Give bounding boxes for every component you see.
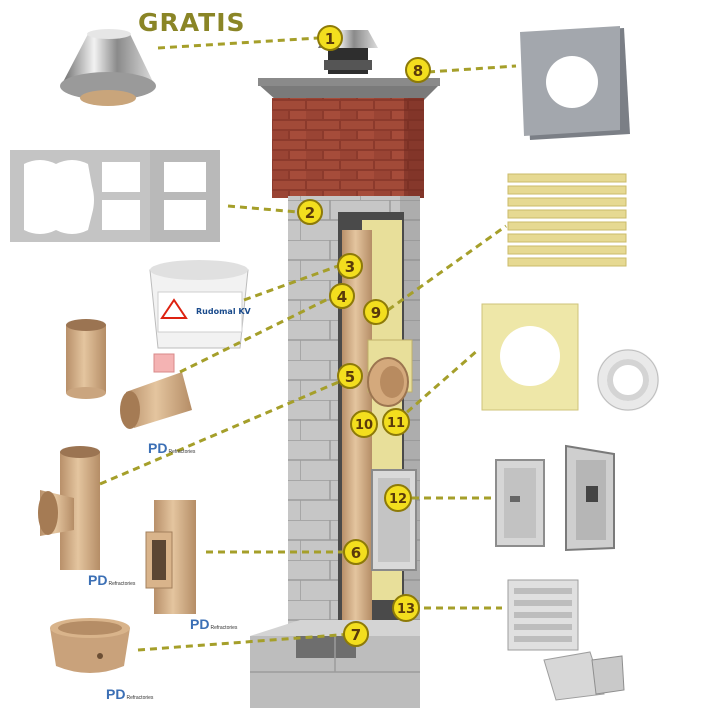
product-cleanout-door (495, 444, 615, 552)
callout-10: 10 (350, 410, 378, 438)
callout-2-number: 2 (305, 204, 315, 222)
product-ceramic-pipe-upper (66, 319, 106, 399)
product-vent-grille (507, 579, 579, 651)
callout-6: 6 (343, 539, 369, 565)
callout-12: 12 (384, 484, 412, 512)
brand-logo-1: PDRefractories (148, 440, 195, 456)
promo-label: GRATIS (138, 8, 246, 37)
crown-plate (258, 84, 440, 100)
brand-logo-1-sub: Refractories (168, 449, 196, 455)
callout-4: 4 (329, 283, 355, 309)
callout-1: 1 (317, 25, 343, 51)
callout-4-number: 4 (337, 288, 347, 306)
callout-8-number: 8 (413, 62, 423, 80)
callout-11-number: 11 (387, 416, 405, 431)
product-mortar-bucket: Rudomal KV (149, 260, 252, 349)
brand-logo-4-text: PD (106, 686, 126, 702)
brand-logo-4-sub: Refractories (126, 695, 154, 701)
callout-5: 5 (337, 363, 363, 389)
product-vent-grille-open (543, 651, 625, 701)
callout-13: 13 (392, 594, 420, 622)
product-chimney-block (10, 150, 220, 242)
callout-12-number: 12 (389, 492, 407, 507)
product-ceramic-cleanout (145, 500, 196, 614)
product-rope-seal (597, 349, 659, 411)
callout-5-number: 5 (345, 368, 355, 386)
leader-lines (99, 36, 517, 652)
hologram-sticker (153, 353, 175, 373)
brand-logo-3-sub: Refractories (210, 625, 238, 631)
brand-logo-2: PDRefractories (88, 572, 135, 588)
brand-logo-1-text: PD (148, 440, 168, 456)
brand-logo-2-text: PD (88, 572, 108, 588)
bucket-label: Rudomal KV (196, 307, 252, 316)
callout-9-number: 9 (371, 304, 381, 322)
callout-11: 11 (382, 408, 410, 436)
product-ceramic-pipe-lower (120, 372, 192, 429)
product-stainless-cap (60, 29, 156, 106)
callout-3: 3 (337, 253, 363, 279)
brick-head (272, 98, 424, 198)
callout-2: 2 (297, 199, 323, 225)
callout-3-number: 3 (345, 258, 355, 276)
callout-8: 8 (405, 57, 431, 83)
callout-9: 9 (363, 299, 389, 325)
callout-7-number: 7 (351, 626, 361, 644)
product-condensate-tray (50, 618, 130, 673)
product-cover-plate (520, 26, 630, 140)
brand-logo-4: PDRefractories (106, 686, 153, 702)
product-insulation-plate (481, 303, 579, 411)
callout-7: 7 (343, 621, 369, 647)
product-mineral-wool-strips (507, 173, 627, 267)
brand-logo-3-text: PD (190, 616, 210, 632)
brand-logo-2-sub: Refractories (108, 581, 136, 587)
callout-6-number: 6 (351, 544, 361, 562)
callout-13-number: 13 (397, 602, 415, 617)
callout-1-number: 1 (325, 30, 335, 48)
callout-10-number: 10 (355, 418, 373, 433)
product-ceramic-tee (38, 446, 100, 570)
brand-logo-3: PDRefractories (190, 616, 237, 632)
